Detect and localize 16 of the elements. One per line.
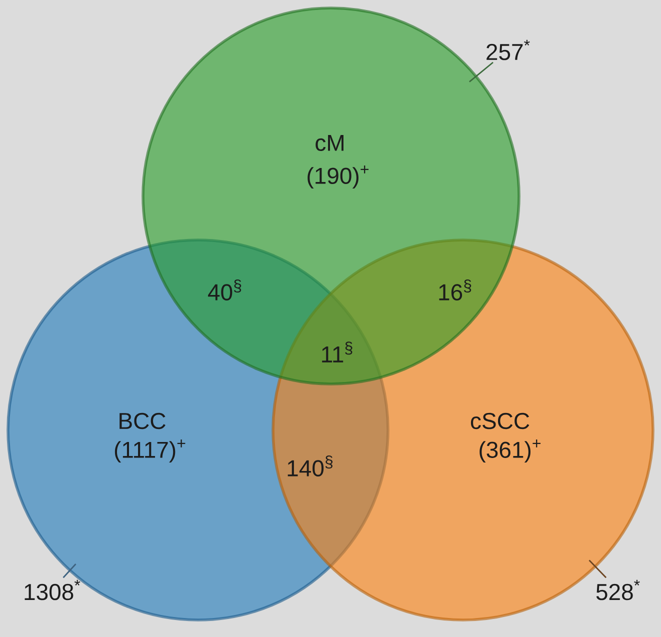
leader-line: [588, 560, 607, 578]
set-name: cSCC: [470, 412, 530, 430]
overlap-count: 140$^{§}$: [288, 456, 333, 476]
leader-line: [62, 564, 76, 578]
count-label: (361)$^{+}$: [480, 439, 540, 463]
count-label: (1117)$^{+}$: [114, 439, 186, 463]
count-label: (190)$^{+}$: [308, 165, 368, 189]
overlap-count: 16$^{§}$: [439, 280, 472, 300]
set-name: cM: [316, 134, 344, 152]
overlap-count: 40$^{§}$: [208, 280, 242, 300]
overlap-count: 11$^{§}$: [322, 342, 352, 362]
set-name: BCC: [120, 412, 166, 430]
total-label: 257$^{*}$: [486, 40, 530, 60]
total-label: 528$^{*}$: [596, 580, 640, 600]
total-label: 1308$^{*}$: [24, 580, 80, 600]
leader-line: [468, 62, 494, 82]
